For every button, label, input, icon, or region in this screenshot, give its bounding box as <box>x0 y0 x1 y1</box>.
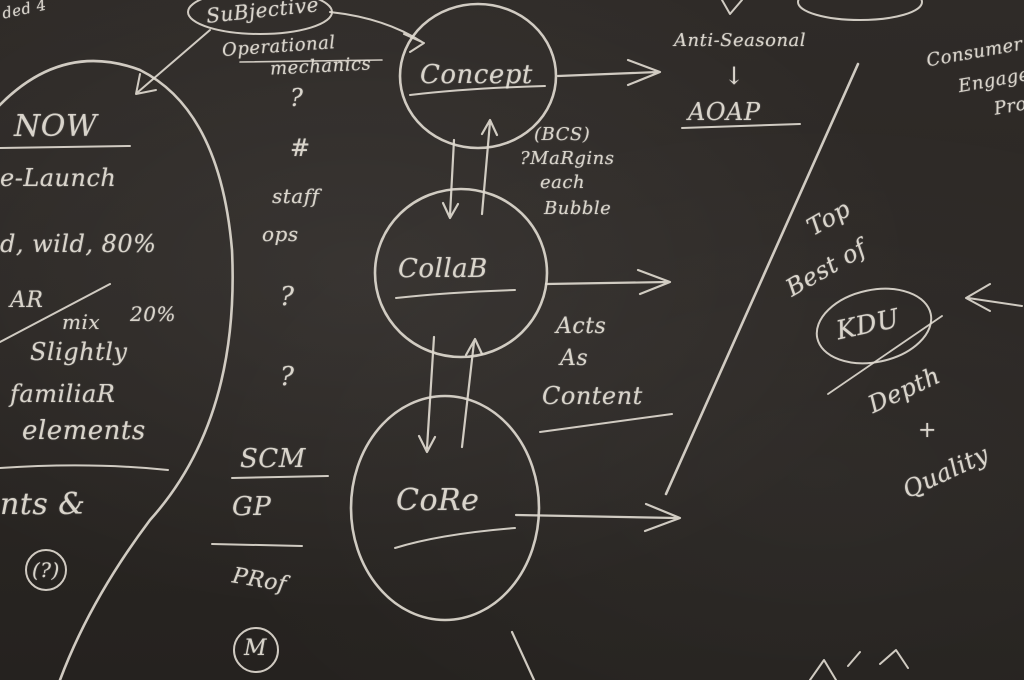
gp-underline <box>211 543 303 547</box>
left-bottom-line <box>0 464 169 471</box>
launch-text: e-Launch <box>0 164 117 192</box>
hash-mark: # <box>290 134 311 162</box>
subjective-arrow <box>329 11 425 53</box>
margins-label: ?MaRgins <box>520 148 615 169</box>
left-divider-line <box>0 283 111 343</box>
wild-text: d, wild, 80% <box>0 230 157 258</box>
gp-label: GP <box>232 492 272 522</box>
now-heading: NOW <box>14 109 98 144</box>
plus-label: + <box>918 418 937 443</box>
twenty-percent: 20% <box>130 302 176 326</box>
collab-bubble <box>373 187 549 359</box>
subjective-oval <box>187 0 333 35</box>
question-circle <box>25 549 67 591</box>
anti-seasonal-label: Anti-Seasonal <box>674 30 807 51</box>
collab-underline <box>395 289 516 299</box>
top-right-oval <box>797 0 923 21</box>
mechanics-underline <box>239 59 383 63</box>
concept-label: Concept <box>420 60 533 90</box>
acts-label: Acts <box>556 314 607 339</box>
mechanics-label: mechanics <box>269 53 372 80</box>
pro-label: Pro <box>992 93 1024 120</box>
subjective-left-arrow <box>135 29 211 95</box>
m-circle-text: M <box>244 636 268 661</box>
concept-bubble <box>398 2 558 150</box>
staff-label: staff <box>272 184 320 208</box>
core-right-arrow <box>514 502 682 533</box>
question-mark-2: ? <box>280 282 295 312</box>
core-bubble <box>349 394 541 622</box>
kdu-strike <box>827 315 943 395</box>
core-label: CoRe <box>396 483 480 518</box>
ar-text: AR <box>10 288 44 313</box>
bottom-right-scribble <box>809 649 909 680</box>
core-to-collab-arrow <box>460 337 484 449</box>
collab-to-core-arrow <box>417 335 437 454</box>
collab-right-arrow <box>544 268 672 296</box>
each-label: each <box>540 172 586 193</box>
concept-to-collab-arrow <box>441 138 460 220</box>
kdu-left-arrow <box>965 283 1023 312</box>
collab-label: CollaB <box>398 254 488 284</box>
content-label: Content <box>542 382 643 410</box>
down-arrow-glyph: ↓ <box>724 62 745 90</box>
question-mark-1: ? <box>290 84 304 112</box>
m-circle <box>233 627 279 673</box>
now-underline <box>0 145 131 149</box>
aoap-underline <box>681 123 801 129</box>
kdu-oval <box>815 287 933 365</box>
bcs-label: (BCS) <box>534 124 591 145</box>
nts-text: nts & <box>0 487 86 522</box>
slightly-text: Slightly <box>30 338 128 366</box>
ops-label: ops <box>262 222 299 246</box>
content-underline <box>539 413 673 433</box>
scm-label: SCM <box>240 444 306 474</box>
concept-right-arrow <box>556 58 662 87</box>
concept-underline <box>409 85 546 96</box>
mix-text: mix <box>62 310 101 334</box>
elements-text: elements <box>22 416 146 446</box>
top-down-arrow <box>721 0 743 15</box>
as-label: As <box>560 346 589 371</box>
bubble-label: Bubble <box>544 198 612 219</box>
question-mark-3: ? <box>280 362 295 392</box>
bottom-stroke <box>510 630 536 680</box>
left-big-curve <box>0 59 234 680</box>
familiar-text: familiaR <box>10 380 116 408</box>
aoap-label: AOAP <box>688 98 761 126</box>
collab-to-concept-arrow <box>480 118 499 216</box>
question-circle-text: (?) <box>32 558 60 582</box>
core-underline <box>394 527 516 549</box>
right-diagonal-line <box>664 62 860 496</box>
scm-underline <box>231 475 329 479</box>
